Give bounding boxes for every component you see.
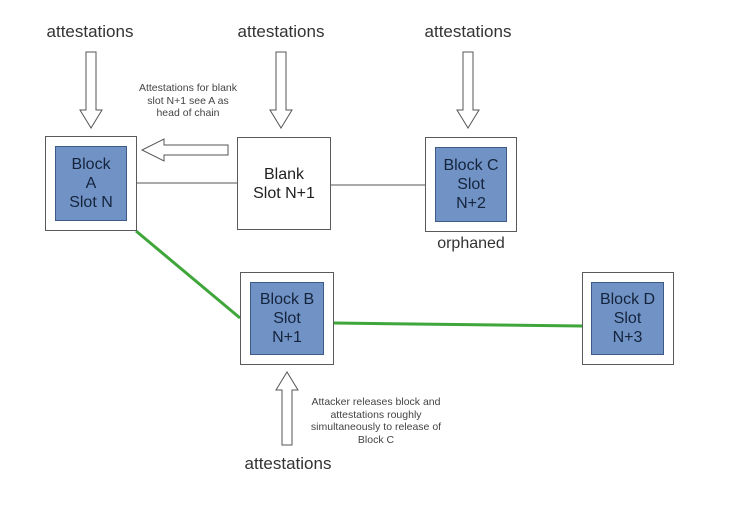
- attestations-label-block-c: attestations: [424, 22, 512, 41]
- blank-slot-line-1: Blank: [263, 165, 305, 183]
- blank-slot-frame: [237, 137, 331, 230]
- block-d-line-1: Block D: [599, 291, 656, 308]
- orphaned-label: orphaned: [437, 235, 505, 252]
- attestations-label-blank-slot: attestations: [237, 22, 325, 41]
- attacker-release-note: Attacker releases block and attestations…: [310, 396, 442, 446]
- block-c-line-2: Slot: [457, 176, 485, 193]
- blank-slot: Blank Slot N+1: [237, 137, 331, 230]
- block-c: Block C Slot N+2: [435, 147, 507, 222]
- block-a-line-2: A: [85, 175, 97, 192]
- block-b-line-3: N+1: [272, 329, 302, 346]
- blank-slot-attestation-note: Attestations for blank slot N+1 see A as…: [138, 82, 238, 119]
- left-arrow-icon: [140, 138, 229, 162]
- down-arrow-icon: [456, 51, 480, 129]
- block-a-line-3: Slot N: [69, 194, 113, 211]
- block-b-line-1: Block B: [259, 291, 315, 308]
- block-b-line-2: Slot: [273, 310, 301, 327]
- block-d-line-2: Slot: [613, 310, 642, 327]
- block-c-line-3: N+2: [456, 195, 486, 212]
- down-arrow-icon: [269, 51, 293, 129]
- block-b: Block B Slot N+1: [250, 282, 324, 355]
- blank-slot-line-2: Slot N+1: [253, 184, 315, 202]
- attacker-chain-line-a-b: [135, 229, 241, 320]
- block-a: Block A Slot N: [55, 146, 127, 221]
- up-arrow-icon: [275, 371, 299, 446]
- block-d: Block D Slot N+3: [591, 282, 664, 355]
- block-d-line-3: N+3: [612, 329, 643, 346]
- attestations-label-block-b: attestations: [244, 454, 332, 473]
- attestations-label-block-a: attestations: [46, 22, 134, 41]
- attacker-chain-line-b-d: [333, 321, 583, 328]
- block-a-line-1: Block: [71, 156, 111, 173]
- block-c-line-1: Block C: [443, 157, 499, 174]
- down-arrow-icon: [79, 51, 103, 129]
